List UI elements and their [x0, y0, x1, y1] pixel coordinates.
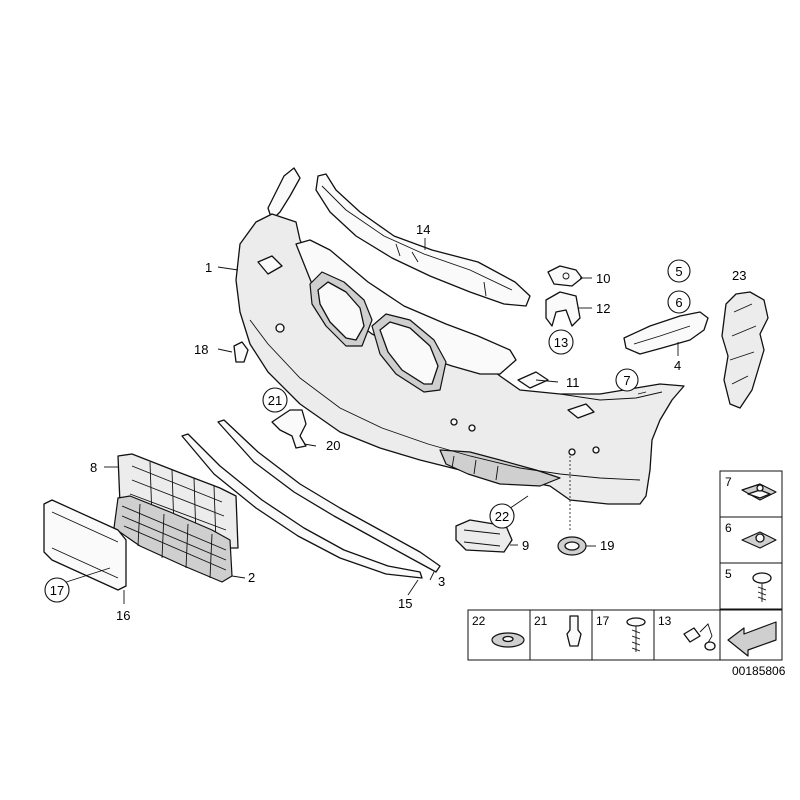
- legend-bottom-22: 22: [472, 614, 486, 628]
- label-14: 14: [416, 222, 430, 237]
- label-10: 10: [596, 271, 610, 286]
- label-9: 9: [522, 538, 529, 553]
- legend-screw-17: [626, 617, 646, 652]
- legend-washer-22: [491, 632, 525, 648]
- label-6: 6: [675, 295, 682, 310]
- legend-bottom-21: 21: [534, 614, 548, 628]
- leader-lines: [59, 238, 679, 604]
- legend-bottom: 22 21 17 13: [467, 609, 783, 661]
- callout-7: 7: [615, 368, 639, 392]
- legend-clip-13: [683, 623, 716, 651]
- label-22: 22: [495, 509, 509, 524]
- callout-5: 5: [667, 259, 691, 283]
- part-14-upper-trim[interactable]: [315, 173, 531, 307]
- label-16: 16: [116, 608, 130, 623]
- label-8: 8: [90, 460, 97, 475]
- part-10-bracket[interactable]: [547, 265, 583, 287]
- label-13: 13: [554, 335, 568, 350]
- legend-rivet-21: [566, 615, 582, 647]
- label-21: 21: [268, 393, 282, 408]
- part-20-bracket[interactable]: [271, 409, 307, 449]
- label-20: 20: [326, 438, 340, 453]
- part-4-guide-bracket[interactable]: [623, 311, 709, 355]
- legend-right: 7 6 5: [719, 470, 783, 610]
- legend-screw-5: [752, 572, 772, 602]
- callout-17: 17: [44, 577, 70, 603]
- label-3: 3: [438, 574, 445, 589]
- part-3-lower-trim-strip[interactable]: [217, 419, 441, 573]
- legend-bottom-13: 13: [658, 614, 672, 628]
- callout-13: 13: [548, 329, 574, 355]
- part-15-lower-moulding[interactable]: [181, 433, 423, 579]
- callout-21: 21: [262, 387, 288, 413]
- diagram-code: 00185806: [732, 664, 786, 678]
- label-17: 17: [50, 583, 64, 598]
- label-5: 5: [675, 264, 682, 279]
- legend-bottom-17: 17: [596, 614, 610, 628]
- part-16-licence-plate-base[interactable]: [43, 499, 127, 591]
- legend-clip-nut-6: [741, 531, 777, 549]
- label-12: 12: [596, 301, 610, 316]
- part-1-bumper-cover[interactable]: [235, 167, 685, 505]
- legend-right-7: 7: [725, 475, 732, 489]
- label-18: 18: [194, 342, 208, 357]
- label-1: 1: [205, 260, 212, 275]
- part-18-clip[interactable]: [233, 341, 249, 363]
- label-11: 11: [566, 375, 580, 390]
- part-9-fog-cover[interactable]: [455, 519, 513, 553]
- part-23-wheel-arch-cover[interactable]: [721, 291, 769, 409]
- legend-right-5: 5: [725, 567, 732, 581]
- legend-clip-nut-7: [741, 483, 777, 501]
- label-23: 23: [732, 268, 746, 283]
- front-direction-arrow-icon: [727, 621, 777, 657]
- label-15: 15: [398, 596, 412, 611]
- part-12-bracket[interactable]: [545, 291, 581, 327]
- label-4: 4: [674, 358, 681, 373]
- label-19: 19: [600, 538, 614, 553]
- part-19-pdc-sensor[interactable]: [557, 536, 587, 556]
- label-7: 7: [623, 373, 630, 388]
- callout-22: 22: [489, 503, 515, 529]
- legend-right-6: 6: [725, 521, 732, 535]
- callout-6: 6: [667, 290, 691, 314]
- label-2: 2: [248, 570, 255, 585]
